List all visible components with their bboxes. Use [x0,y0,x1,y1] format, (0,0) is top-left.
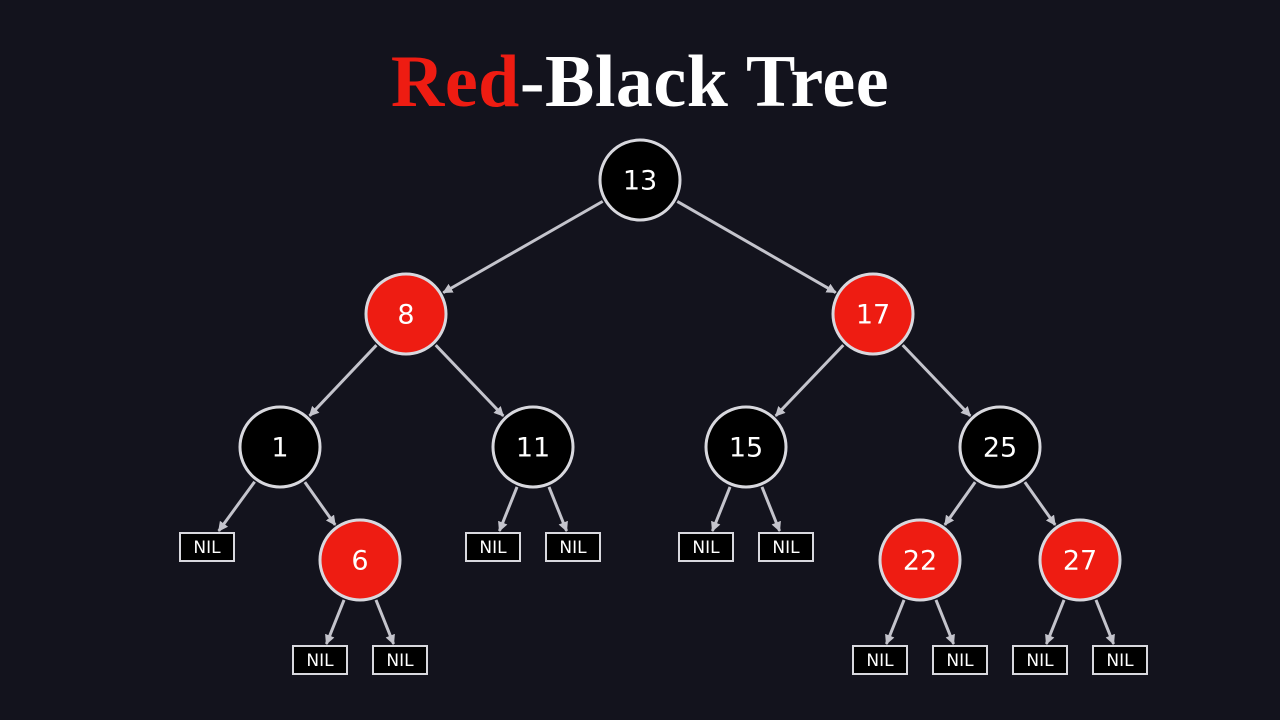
nil-label: NIL [1106,651,1134,671]
nil-label: NIL [306,651,334,671]
nil-label: NIL [479,538,507,558]
node-circle-red [878,518,962,602]
nil-leaf-nil1: NIL [179,532,235,562]
tree-node-6: 6 [318,518,402,602]
nil-box [465,532,521,562]
nil-leaf-nil8: NIL [852,645,908,675]
edge-n11-nil2 [498,486,519,532]
nil-box [758,532,814,562]
tree-node-17: 17 [831,272,915,356]
nil-label: NIL [1026,651,1054,671]
nil-leaf-nil7: NIL [372,645,428,675]
node-circle-black [238,405,322,489]
node-value: 27 [1063,546,1097,577]
edge-n1-nil1 [217,480,256,532]
nil-box [372,645,428,675]
node-circle-black [704,405,788,489]
nil-label: NIL [946,651,974,671]
edge-n17-n15 [774,344,845,417]
node-circle-red [1038,518,1122,602]
edge-n15-nil5 [760,486,781,532]
nil-leaf-nil10: NIL [1012,645,1068,675]
tree-node-22: 22 [878,518,962,602]
edge-n13-n17 [676,200,837,294]
node-circle-red [318,518,402,602]
nil-leaf-nil4: NIL [678,532,734,562]
edges-layer [217,200,1115,645]
node-value: 22 [903,546,937,577]
nil-label: NIL [559,538,587,558]
edge-n6-nil7 [374,599,395,645]
node-circle-black [598,138,682,222]
nil-box [545,532,601,562]
nil-box [292,645,348,675]
tree-node-1: 1 [238,405,322,489]
tree-node-15: 15 [704,405,788,489]
nil-box [1012,645,1068,675]
edge-n8-n1 [308,344,378,417]
edge-n15-nil4 [711,486,732,532]
node-circle-red [831,272,915,356]
nil-box [852,645,908,675]
nil-label: NIL [692,538,720,558]
node-value: 13 [623,166,657,197]
nil-leaf-nil6: NIL [292,645,348,675]
node-value: 6 [351,546,368,577]
edge-n27-nil11 [1094,599,1115,645]
edge-n13-n8 [442,200,604,294]
nil-leaf-nil11: NIL [1092,645,1148,675]
nil-box [179,532,235,562]
page-title: Red-Black Tree [0,40,1280,124]
edge-n17-n25 [901,344,972,417]
nil-leaf-nil5: NIL [758,532,814,562]
tree-node-11: 11 [491,405,575,489]
edge-n6-nil6 [325,599,346,645]
node-circle-black [491,405,575,489]
edge-n11-nil3 [547,486,568,532]
node-circle-red [364,272,448,356]
node-value: 8 [397,300,414,331]
edge-n22-nil8 [885,599,906,645]
node-circle-black [958,405,1042,489]
nil-label: NIL [866,651,894,671]
nil-box [678,532,734,562]
tree-node-8: 8 [364,272,448,356]
node-value: 11 [516,433,550,464]
tree-node-13: 13 [598,138,682,222]
nil-label: NIL [386,651,414,671]
tree-node-25: 25 [958,405,1042,489]
edge-n25-n22 [943,481,977,526]
node-value: 17 [856,300,890,331]
nil-box [932,645,988,675]
nil-leaf-nil2: NIL [465,532,521,562]
edge-n22-nil9 [934,599,955,645]
title-rest-part: -Black Tree [519,41,890,123]
nil-leaf-nil3: NIL [545,532,601,562]
nil-label: NIL [772,538,800,558]
node-value: 1 [271,433,288,464]
edge-n25-n27 [1023,481,1057,526]
nil-label: NIL [193,538,221,558]
nil-leaf-nil9: NIL [932,645,988,675]
edge-n8-n11 [434,344,505,417]
node-value: 25 [983,433,1017,464]
node-value: 15 [729,433,763,464]
title-red-part: Red [390,41,520,123]
edge-n27-nil10 [1045,599,1066,645]
edge-n1-n6 [303,481,337,526]
tree-node-27: 27 [1038,518,1122,602]
nil-box [1092,645,1148,675]
